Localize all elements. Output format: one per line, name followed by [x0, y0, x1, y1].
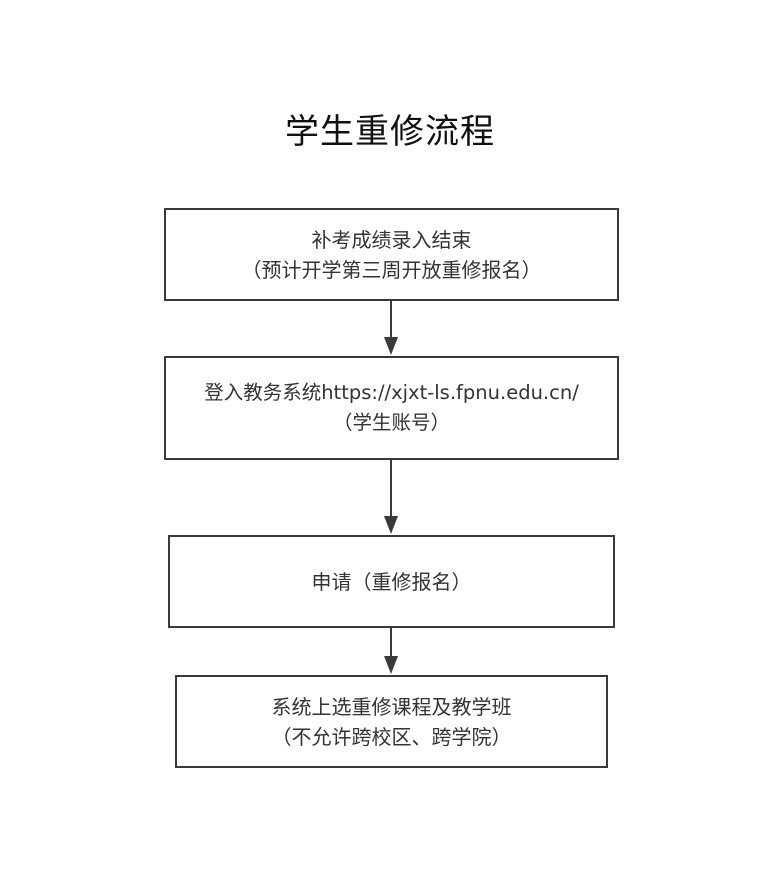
flow-step-2: 登入教务系统https://xjxt-ls.fpnu.edu.cn/ （学生账号… [164, 356, 619, 460]
flow-step-4-line-1: 系统上选重修课程及教学班 [271, 694, 512, 719]
flow-step-4: 系统上选重修课程及教学班 （不允许跨校区、跨学院） [175, 675, 608, 768]
flow-step-2-line-2: （学生账号） [332, 411, 450, 434]
flow-step-1: 补考成绩录入结束 （预计开学第三周开放重修报名） [164, 208, 619, 301]
arrow-step-1-to-2 [384, 301, 398, 355]
arrow-step-2-to-3 [384, 460, 398, 534]
flow-step-1-line-1: 补考成绩录入结束 [311, 227, 472, 252]
flow-step-3-line-1: 申请（重修报名） [311, 569, 472, 594]
flow-step-2-line-1: 登入教务系统https://xjxt-ls.fpnu.edu.cn/ [204, 381, 579, 404]
flow-step-1-line-2: （预计开学第三周开放重修报名） [241, 257, 542, 282]
flow-step-3: 申请（重修报名） [168, 535, 615, 628]
page-title: 学生重修流程 [285, 112, 495, 152]
flow-step-4-line-2: （不允许跨校区、跨学院） [271, 724, 512, 749]
arrow-step-3-to-4 [384, 628, 398, 674]
